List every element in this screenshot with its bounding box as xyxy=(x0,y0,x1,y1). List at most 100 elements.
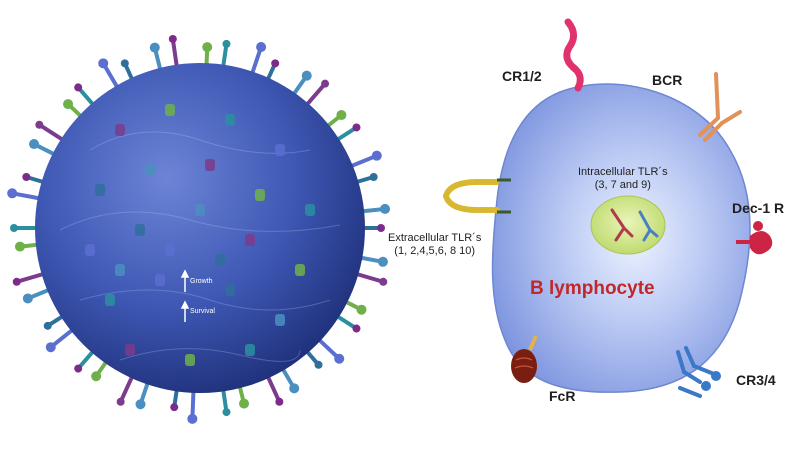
virus-particle xyxy=(7,34,391,424)
virus-annotation-survival: Survival xyxy=(190,308,215,315)
virus-surface-protein xyxy=(85,244,95,256)
virus-spike-tip xyxy=(356,304,367,315)
label-cr34: CR3/4 xyxy=(736,372,776,388)
virus-surface-protein xyxy=(155,274,165,286)
virus-spike-tip xyxy=(7,188,18,199)
label-intracellular-tlr: Intracellular TLR´s (3, 7 and 9) xyxy=(578,166,668,192)
virus-spike-tip xyxy=(289,383,300,394)
b-lymphocyte-cell xyxy=(442,18,773,398)
virus-spike-tip xyxy=(301,70,312,81)
virus-spike-tip xyxy=(135,399,146,410)
virus-spike-tip xyxy=(202,42,213,53)
intracellular-tlr-icons xyxy=(610,208,659,242)
virus-surface-protein xyxy=(205,159,215,171)
virus-surface-protein xyxy=(135,224,145,236)
virus-spike xyxy=(352,271,386,284)
virus-surface-protein xyxy=(145,164,155,176)
virus-spike-tip xyxy=(22,173,31,182)
virus-surface-protein xyxy=(275,314,285,326)
virus-core xyxy=(35,63,365,393)
virus-spike-tip xyxy=(187,413,198,424)
virus-spike-tip xyxy=(63,99,74,110)
virus-spike-tip xyxy=(91,371,102,382)
virus-spike-tip xyxy=(336,110,347,121)
virus-spike-tip xyxy=(74,83,83,92)
virus-spike-tip xyxy=(271,59,280,68)
virus-surface-protein xyxy=(245,234,255,246)
virus-surface-protein xyxy=(115,264,125,276)
label-bcr: BCR xyxy=(652,72,683,88)
virus-surface-protein xyxy=(165,104,175,116)
virus-surface-protein xyxy=(195,204,205,216)
virus-spike xyxy=(333,125,359,143)
bcr-receptor xyxy=(698,72,742,142)
virus-spike xyxy=(220,385,229,415)
virus-surface-protein xyxy=(165,244,175,256)
virus-surface-protein xyxy=(115,124,125,136)
virus-spike-tip xyxy=(334,353,345,364)
virus-annotation-arrows xyxy=(180,269,190,322)
label-cr12: CR1/2 xyxy=(502,68,542,84)
extracellular-tlr-line1: Extracellular TLR´s xyxy=(388,232,482,244)
cr12-receptor xyxy=(563,18,584,92)
virus-spike-tip xyxy=(371,150,382,161)
virus-surface-protein xyxy=(215,254,225,266)
virus-spike xyxy=(347,153,379,170)
virus-spike xyxy=(76,347,97,371)
virus-spike-tip xyxy=(275,397,284,406)
virus-spike-tip xyxy=(369,173,378,182)
virus-annotation-growth: Growth xyxy=(190,278,213,285)
virus-spike-tip xyxy=(22,293,33,304)
virus-spike-tip xyxy=(377,256,388,267)
virus-surface-protein xyxy=(275,144,285,156)
dec1r-receptor xyxy=(736,221,773,255)
virus-surface-protein xyxy=(295,264,305,276)
virus-spike xyxy=(303,81,328,109)
extracellular-tlr-receptor xyxy=(442,178,511,214)
intracellular-tlr-line2: (3, 7 and 9) xyxy=(594,179,651,192)
virus-spike-tip xyxy=(45,342,56,353)
virus-surface-protein xyxy=(255,189,265,201)
virus-spike-tip xyxy=(98,58,109,69)
virus-spike-tip xyxy=(170,403,179,412)
label-fcr: FcR xyxy=(549,388,576,404)
virus-spike xyxy=(118,372,136,404)
virus-spike-tip xyxy=(256,42,267,53)
virus-spike-tip xyxy=(352,123,361,132)
virus-surface-protein xyxy=(125,344,135,356)
virus-spike xyxy=(264,372,282,404)
virus-surface-proteins xyxy=(85,104,315,366)
cr34-receptor xyxy=(676,346,716,398)
label-extracellular-tlr: Extracellular TLR´s (1, 2,4,5,6, 8 10) xyxy=(388,232,481,258)
virus-spikes xyxy=(7,34,391,424)
virus-spike-tip xyxy=(74,364,83,373)
virus-spike-tip xyxy=(14,241,25,252)
virus-surface-protein xyxy=(305,204,315,216)
fcr-receptor xyxy=(511,335,538,383)
virus-surface-protein xyxy=(225,114,235,126)
virus-surface-protein xyxy=(185,354,195,366)
virus-spike-tip xyxy=(321,79,330,88)
cr34-bead xyxy=(701,381,711,391)
virus-spike xyxy=(333,313,359,331)
cell-title: B lymphocyte xyxy=(530,278,655,299)
virus-spike-tip xyxy=(35,120,44,129)
virus-spike xyxy=(170,36,180,71)
virus-spike-tip xyxy=(10,224,18,232)
virus-spike-tip xyxy=(222,408,231,417)
virus-spike xyxy=(37,122,67,143)
virus-spike-tip xyxy=(222,39,231,48)
cr34-bead xyxy=(711,371,721,381)
label-dec1r: Dec-1 R xyxy=(732,200,785,216)
virus-spike xyxy=(220,41,229,71)
virus-surface-protein xyxy=(245,344,255,356)
virus-spike-tip xyxy=(168,34,177,43)
virus-spike-tip xyxy=(380,203,391,214)
virus-spike-tip xyxy=(120,59,129,68)
virus-surface-protein xyxy=(95,184,105,196)
virus-spike-tip xyxy=(12,277,21,286)
virus-spike-tip xyxy=(314,360,323,369)
virus-spike-tip xyxy=(116,397,125,406)
